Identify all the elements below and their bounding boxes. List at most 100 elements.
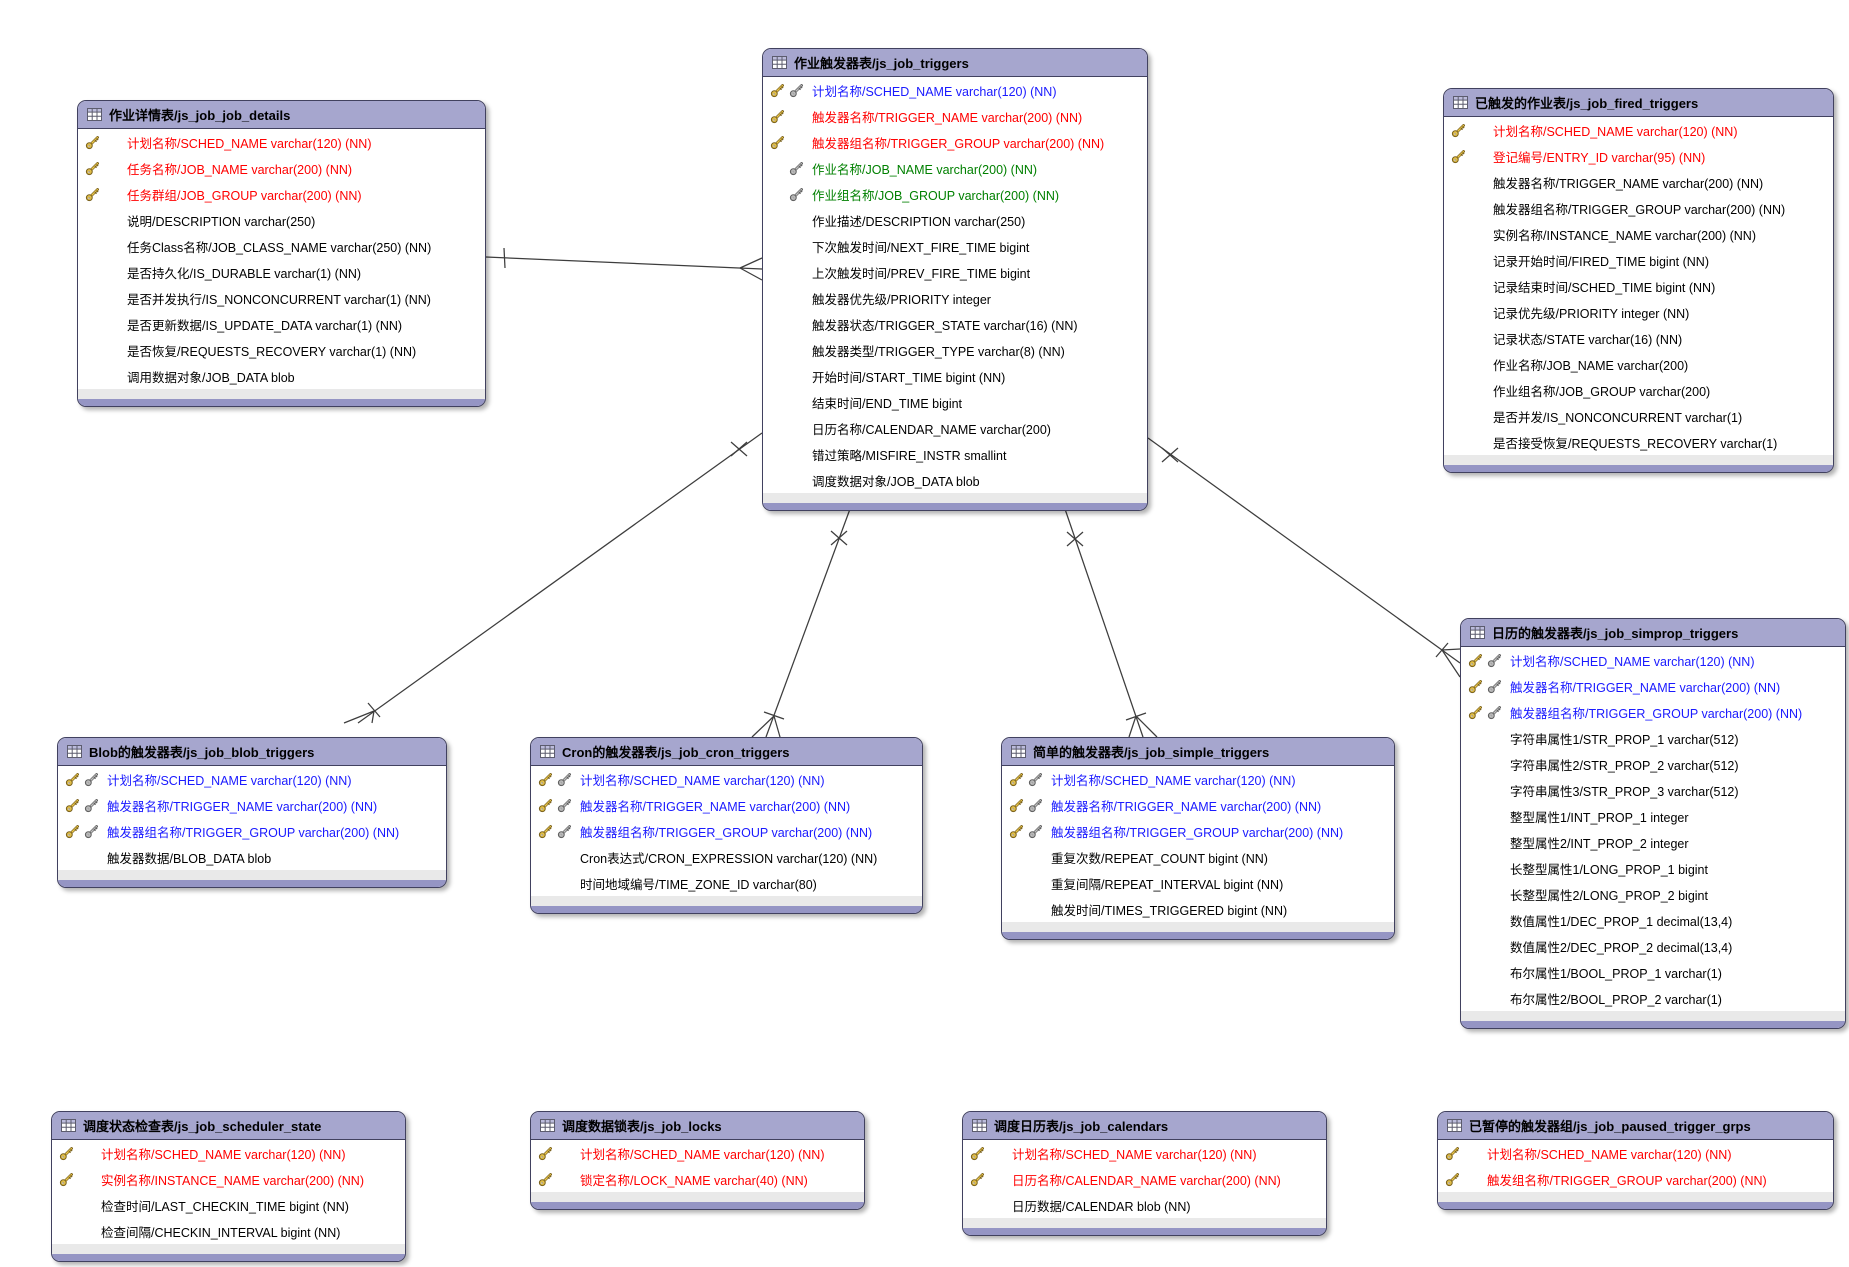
field-row: 计划名称/SCHED_NAME varchar(120) (NN)	[1461, 647, 1845, 673]
rel-triggers-to-simprop-triggers[interactable]	[1147, 437, 1461, 678]
table-footer	[763, 493, 1147, 503]
field-row: 是否并发/IS_NONCONCURRENT varchar(1)	[1444, 403, 1833, 429]
field-row: 数值属性1/DEC_PROP_1 decimal(13,4)	[1461, 907, 1845, 933]
rel-triggers-to-blob-triggers[interactable]	[343, 432, 763, 724]
field-row: 结束时间/END_TIME bigint	[763, 389, 1147, 415]
table-bottom-bar	[531, 906, 922, 913]
field-label: 登记编号/ENTRY_ID varchar(95) (NN)	[1493, 150, 1706, 165]
field-label: 触发器组名称/TRIGGER_GROUP varchar(200) (NN)	[580, 825, 873, 840]
table-footer	[58, 870, 446, 880]
table-header-js_job_simple_triggers[interactable]: 简单的触发器表/js_job_simple_triggers	[1002, 738, 1394, 766]
field-label: 记录开始时间/FIRED_TIME bigint (NN)	[1493, 254, 1709, 269]
primary-key-icon	[1450, 123, 1467, 138]
field-row: 开始时间/START_TIME bigint (NN)	[763, 363, 1147, 389]
table-fields: 计划名称/SCHED_NAME varchar(120) (NN)登记编号/EN…	[1444, 117, 1833, 455]
field-row: 字符串属性2/STR_PROP_2 varchar(512)	[1461, 751, 1845, 777]
field-label: 布尔属性1/BOOL_PROP_1 varchar(1)	[1510, 966, 1722, 981]
field-label: 计划名称/SCHED_NAME varchar(120) (NN)	[1487, 1147, 1732, 1162]
table-title: 已暂停的触发器组/js_job_paused_trigger_grps	[1469, 1119, 1751, 1134]
field-label: 布尔属性2/BOOL_PROP_2 varchar(1)	[1510, 992, 1722, 1007]
rel-triggers-to-simple-triggers[interactable]	[1064, 508, 1158, 738]
table-header-js_job_simprop_triggers[interactable]: 日历的触发器表/js_job_simprop_triggers	[1461, 619, 1845, 647]
primary-key-icon	[969, 1146, 986, 1161]
field-label: 计划名称/SCHED_NAME varchar(120) (NN)	[127, 136, 372, 151]
field-row: 计划名称/SCHED_NAME varchar(120) (NN)	[52, 1140, 405, 1166]
table-js_job_scheduler_state[interactable]: 调度状态检查表/js_job_scheduler_state 计划名称/SCHED…	[51, 1111, 406, 1262]
primary-key-icon	[84, 161, 101, 176]
rel-job-details-to-triggers[interactable]	[485, 247, 763, 281]
table-bottom-bar	[763, 503, 1147, 510]
field-label: 结束时间/END_TIME bigint	[812, 396, 963, 411]
field-label: 日历名称/CALENDAR_NAME varchar(200)	[812, 422, 1051, 437]
field-label: 触发器组名称/TRIGGER_GROUP varchar(200) (NN)	[1510, 706, 1803, 721]
table-js_job_job_details[interactable]: 作业详情表/js_job_job_details 计划名称/SCHED_NAME …	[77, 100, 486, 407]
foreign-key-icon	[556, 772, 573, 787]
table-js_job_paused_trigger_grps[interactable]: 已暂停的触发器组/js_job_paused_trigger_grps 计划名称/…	[1437, 1111, 1834, 1210]
primary-key-icon	[1444, 1146, 1461, 1161]
foreign-key-icon	[1027, 772, 1044, 787]
field-label: 日历名称/CALENDAR_NAME varchar(200) (NN)	[1012, 1173, 1281, 1188]
field-label: 字符串属性1/STR_PROP_1 varchar(512)	[1510, 732, 1739, 747]
field-row: 任务群组/JOB_GROUP varchar(200) (NN)	[78, 181, 485, 207]
table-header-js_job_scheduler_state[interactable]: 调度状态检查表/js_job_scheduler_state	[52, 1112, 405, 1140]
field-label: 任务Class名称/JOB_CLASS_NAME varchar(250) (N…	[127, 240, 432, 255]
field-label: 字符串属性2/STR_PROP_2 varchar(512)	[1510, 758, 1739, 773]
foreign-key-icon	[788, 83, 805, 98]
field-row: 重复间隔/REPEAT_INTERVAL bigint (NN)	[1002, 870, 1394, 896]
field-row: 长整型属性2/LONG_PROP_2 bigint	[1461, 881, 1845, 907]
field-row: 锁定名称/LOCK_NAME varchar(40) (NN)	[531, 1166, 864, 1192]
field-row: 作业组名称/JOB_GROUP varchar(200) (NN)	[763, 181, 1147, 207]
field-row: 触发器组名称/TRIGGER_GROUP varchar(200) (NN)	[1002, 818, 1394, 844]
field-row: 记录优先级/PRIORITY integer (NN)	[1444, 299, 1833, 325]
field-row: 触发器数据/BLOB_DATA blob	[58, 844, 446, 870]
field-label: 作业名称/JOB_NAME varchar(200)	[1493, 358, 1689, 373]
table-header-js_job_paused_trigger_grps[interactable]: 已暂停的触发器组/js_job_paused_trigger_grps	[1438, 1112, 1833, 1140]
foreign-key-icon	[83, 824, 100, 839]
table-footer	[531, 896, 922, 906]
foreign-key-icon	[556, 824, 573, 839]
table-header-js_job_triggers[interactable]: 作业触发器表/js_job_triggers	[763, 49, 1147, 77]
rel-triggers-to-cron-triggers[interactable]	[751, 508, 851, 738]
field-row: 登记编号/ENTRY_ID varchar(95) (NN)	[1444, 143, 1833, 169]
field-row: 日历数据/CALENDAR blob (NN)	[963, 1192, 1326, 1218]
table-fields: 计划名称/SCHED_NAME varchar(120) (NN)触发组名称/T…	[1438, 1140, 1833, 1192]
foreign-key-icon	[1486, 705, 1503, 720]
table-header-js_job_job_details[interactable]: 作业详情表/js_job_job_details	[78, 101, 485, 129]
table-header-js_job_fired_triggers[interactable]: 已触发的作业表/js_job_fired_triggers	[1444, 89, 1833, 117]
field-label: Cron表达式/CRON_EXPRESSION varchar(120) (NN…	[580, 851, 878, 866]
table-icon	[87, 108, 102, 121]
foreign-key-icon	[83, 798, 100, 813]
field-row: 触发器名称/TRIGGER_NAME varchar(200) (NN)	[1444, 169, 1833, 195]
field-row: 是否更新数据/IS_UPDATE_DATA varchar(1) (NN)	[78, 311, 485, 337]
table-title: 调度状态检查表/js_job_scheduler_state	[83, 1119, 322, 1134]
field-label: 触发时间/TIMES_TRIGGERED bigint (NN)	[1051, 903, 1288, 918]
field-row: 计划名称/SCHED_NAME varchar(120) (NN)	[963, 1140, 1326, 1166]
field-label: 触发器组名称/TRIGGER_GROUP varchar(200) (NN)	[812, 136, 1105, 151]
table-header-js_job_cron_triggers[interactable]: Cron的触发器表/js_job_cron_triggers	[531, 738, 922, 766]
field-label: 触发器名称/TRIGGER_NAME varchar(200) (NN)	[1493, 176, 1764, 191]
field-label: 计划名称/SCHED_NAME varchar(120) (NN)	[101, 1147, 346, 1162]
table-header-js_job_blob_triggers[interactable]: Blob的触发器表/js_job_blob_triggers	[58, 738, 446, 766]
primary-key-icon	[1008, 798, 1025, 813]
field-row: 触发器类型/TRIGGER_TYPE varchar(8) (NN)	[763, 337, 1147, 363]
field-row: 触发器名称/TRIGGER_NAME varchar(200) (NN)	[1461, 673, 1845, 699]
field-label: 锁定名称/LOCK_NAME varchar(40) (NN)	[580, 1173, 808, 1188]
table-bottom-bar	[531, 1202, 864, 1209]
field-row: 布尔属性2/BOOL_PROP_2 varchar(1)	[1461, 985, 1845, 1011]
field-row: 检查间隔/CHECKIN_INTERVAL bigint (NN)	[52, 1218, 405, 1244]
table-header-js_job_locks[interactable]: 调度数据锁表/js_job_locks	[531, 1112, 864, 1140]
field-row: 触发器组名称/TRIGGER_GROUP varchar(200) (NN)	[58, 818, 446, 844]
table-fields: 计划名称/SCHED_NAME varchar(120) (NN)触发器名称/T…	[1002, 766, 1394, 922]
field-label: 是否恢复/REQUESTS_RECOVERY varchar(1) (NN)	[127, 344, 417, 359]
table-header-js_job_calendars[interactable]: 调度日历表/js_job_calendars	[963, 1112, 1326, 1140]
